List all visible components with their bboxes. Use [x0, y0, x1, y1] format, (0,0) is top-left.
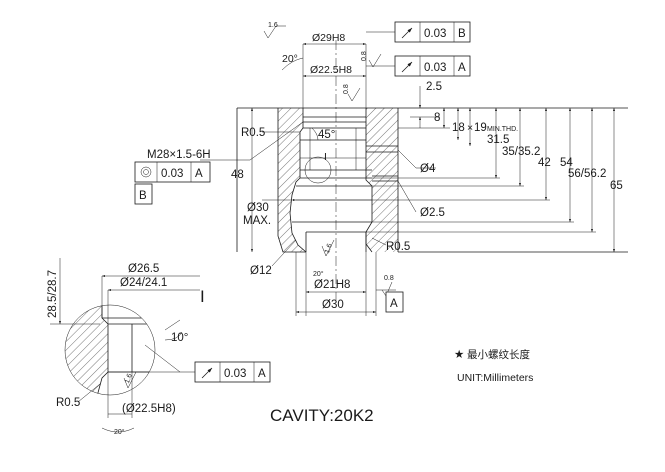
cavity-label: CAVITY:20K2 [270, 406, 374, 425]
dim-max: MAX. [243, 215, 271, 227]
dim-d225: Ø22.5H8 [310, 64, 352, 76]
fcf2-tol: 0.03 [424, 62, 446, 74]
dim-d25: Ø2.5 [420, 207, 445, 219]
fcf-conc-datum: A [195, 168, 203, 180]
dim-v35: 35/35.2 [502, 146, 540, 158]
main-dimensions: Ø29H8 20° 1.6 Ø22.5H8 0.8 0.8 0.03 B 0.0… [134, 21, 623, 316]
rough-16a: 1.6 [268, 22, 278, 29]
detail-d225ref: (Ø22.5H8) [122, 403, 176, 415]
dim-a20-bot: 20° [313, 270, 324, 278]
dim-a20-top: 20° [282, 53, 298, 65]
notes: ★ 最小螺纹长度 UNIT:Millimeters CAVITY:20K2 [270, 348, 533, 425]
dim-r05-b: R0.5 [386, 241, 410, 253]
dim-v315: 31.5 [487, 134, 509, 146]
dim-d30-bot: Ø30 [322, 299, 344, 311]
note-unit: UNIT:Millimeters [457, 372, 533, 384]
fcf1-datum: B [458, 28, 466, 40]
detail-label: I [200, 287, 205, 306]
dim-v19: 19 [474, 122, 487, 134]
dim-m28: M28×1.5-6H [147, 149, 211, 161]
note-star: ★ [454, 349, 464, 361]
fcf4-tol: 0.03 [224, 368, 246, 380]
left-wall-hatch [278, 108, 306, 252]
dim-v8: 8 [434, 112, 440, 124]
dim-d30-max: Ø30 [247, 202, 269, 214]
detail-a20: 20° [114, 428, 125, 436]
dim-v25: 2.5 [426, 81, 442, 93]
runout-icon [401, 61, 413, 73]
dim-r05-a: R0.5 [241, 127, 265, 139]
rough-08a: 0.8 [361, 51, 368, 61]
detail-a10: 10° [171, 332, 188, 344]
dim-d4: Ø4 [420, 163, 436, 175]
detail-r05: R0.5 [56, 397, 80, 409]
dim-min-thd: MIN.THD. [487, 126, 518, 133]
rough-08c: 0.8 [384, 275, 394, 282]
dim-v54: 54 [560, 157, 573, 169]
fcf-conc-tol: 0.03 [161, 168, 183, 180]
dim-d12: Ø12 [250, 265, 272, 277]
datum-a: A [390, 298, 398, 310]
right-wall-hatch [366, 108, 398, 252]
detail-view: I Ø26.5 Ø24/24.1 28.5/28.7 10° [47, 258, 271, 436]
note-min-thread: 最小螺纹长度 [467, 348, 530, 361]
main-section [236, 40, 628, 300]
dim-d21: Ø21H8 [314, 279, 350, 291]
dim-48: 48 [231, 169, 244, 181]
fcf1-tol: 0.03 [424, 28, 446, 40]
rough-16b: 1.6 [324, 243, 334, 255]
fcf4-datum: A [258, 368, 266, 380]
detail-rough16: 1.6 [124, 373, 134, 385]
dim-v18: 18 [452, 122, 465, 134]
dim-v56: 56/56.2 [568, 168, 606, 180]
dim-a45: 45° [318, 129, 335, 141]
runout-icon [401, 27, 413, 39]
detail-depth: 28.5/28.7 [47, 270, 59, 318]
fcf2-datum: A [458, 62, 466, 74]
datum-b: B [139, 190, 147, 202]
dim-d29: Ø29H8 [312, 32, 345, 44]
detail-d265: Ø26.5 [128, 263, 159, 275]
dim-v65: 65 [610, 180, 623, 192]
section-mark: I [324, 151, 327, 163]
runout-icon [201, 367, 213, 379]
detail-d2424: Ø24/24.1 [120, 277, 167, 289]
dim-v42: 42 [538, 157, 551, 169]
rough-08b: 0.8 [343, 84, 350, 94]
